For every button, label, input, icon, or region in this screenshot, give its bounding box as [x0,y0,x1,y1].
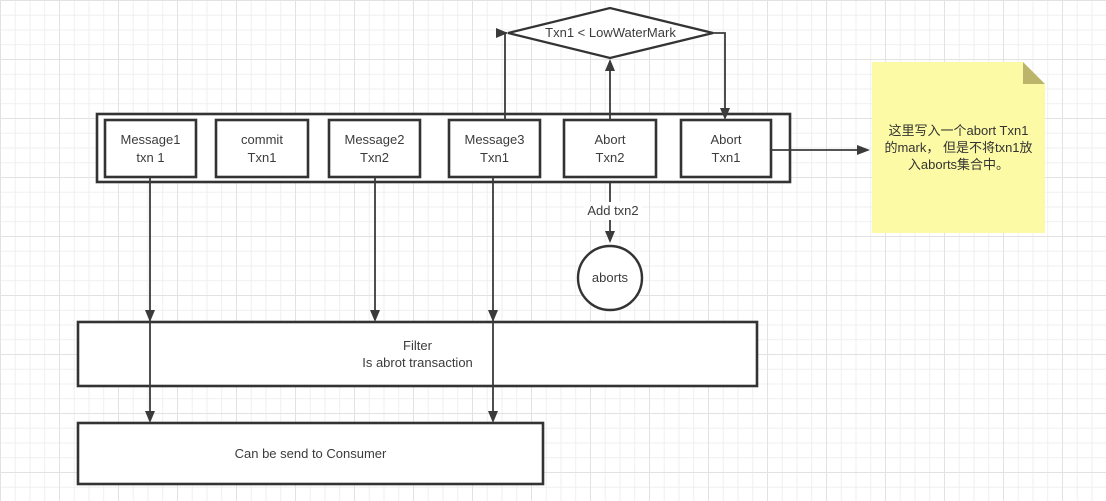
edge-aborttxn2-to-aborts[interactable] [605,182,615,243]
arrowhead-down-icon [145,411,155,423]
filter-box-shape[interactable] [76,320,759,388]
box-message2-txn2[interactable] [327,118,422,179]
arrowhead-down-icon [488,411,498,423]
decision-diamond-shape[interactable] [507,6,714,60]
arrowhead-right-icon [496,28,508,38]
arrowhead-down-icon [370,310,380,322]
arrowhead-down-icon [488,310,498,322]
sticky-note-shape[interactable] [872,62,1045,233]
arrowhead-down-icon [720,108,730,120]
edge-message3-to-decision[interactable] [496,28,508,120]
consumer-box-shape[interactable] [76,421,545,486]
sticky-note-fold-icon [1023,62,1045,84]
queue-item-shapes[interactable] [103,118,773,179]
edge-message3-to-filter-consumer[interactable] [488,177,498,423]
edge-decision-to-aborttxn1[interactable] [713,32,730,120]
box-abort-txn2[interactable] [562,118,658,179]
queue-container-shape[interactable] [95,112,792,184]
box-message3-txn1[interactable] [447,118,542,179]
edge-aborttxn2-to-decision[interactable] [605,59,615,120]
arrowhead-right-icon [857,145,870,155]
edge-message2-to-filter[interactable] [370,177,380,322]
box-abort-txn1[interactable] [679,118,773,179]
box-commit-txn1[interactable] [214,118,310,179]
edge-aborttxn1-to-note[interactable] [771,145,870,155]
arrowhead-down-icon [605,231,615,243]
arrowhead-up-icon [605,59,615,71]
aborts-circle-shape[interactable] [576,244,644,312]
arrowhead-down-icon [145,310,155,322]
box-message1-txn1[interactable] [103,118,198,179]
edge-message1-to-filter-consumer[interactable] [145,177,155,423]
sticky-note-body [872,62,1045,233]
